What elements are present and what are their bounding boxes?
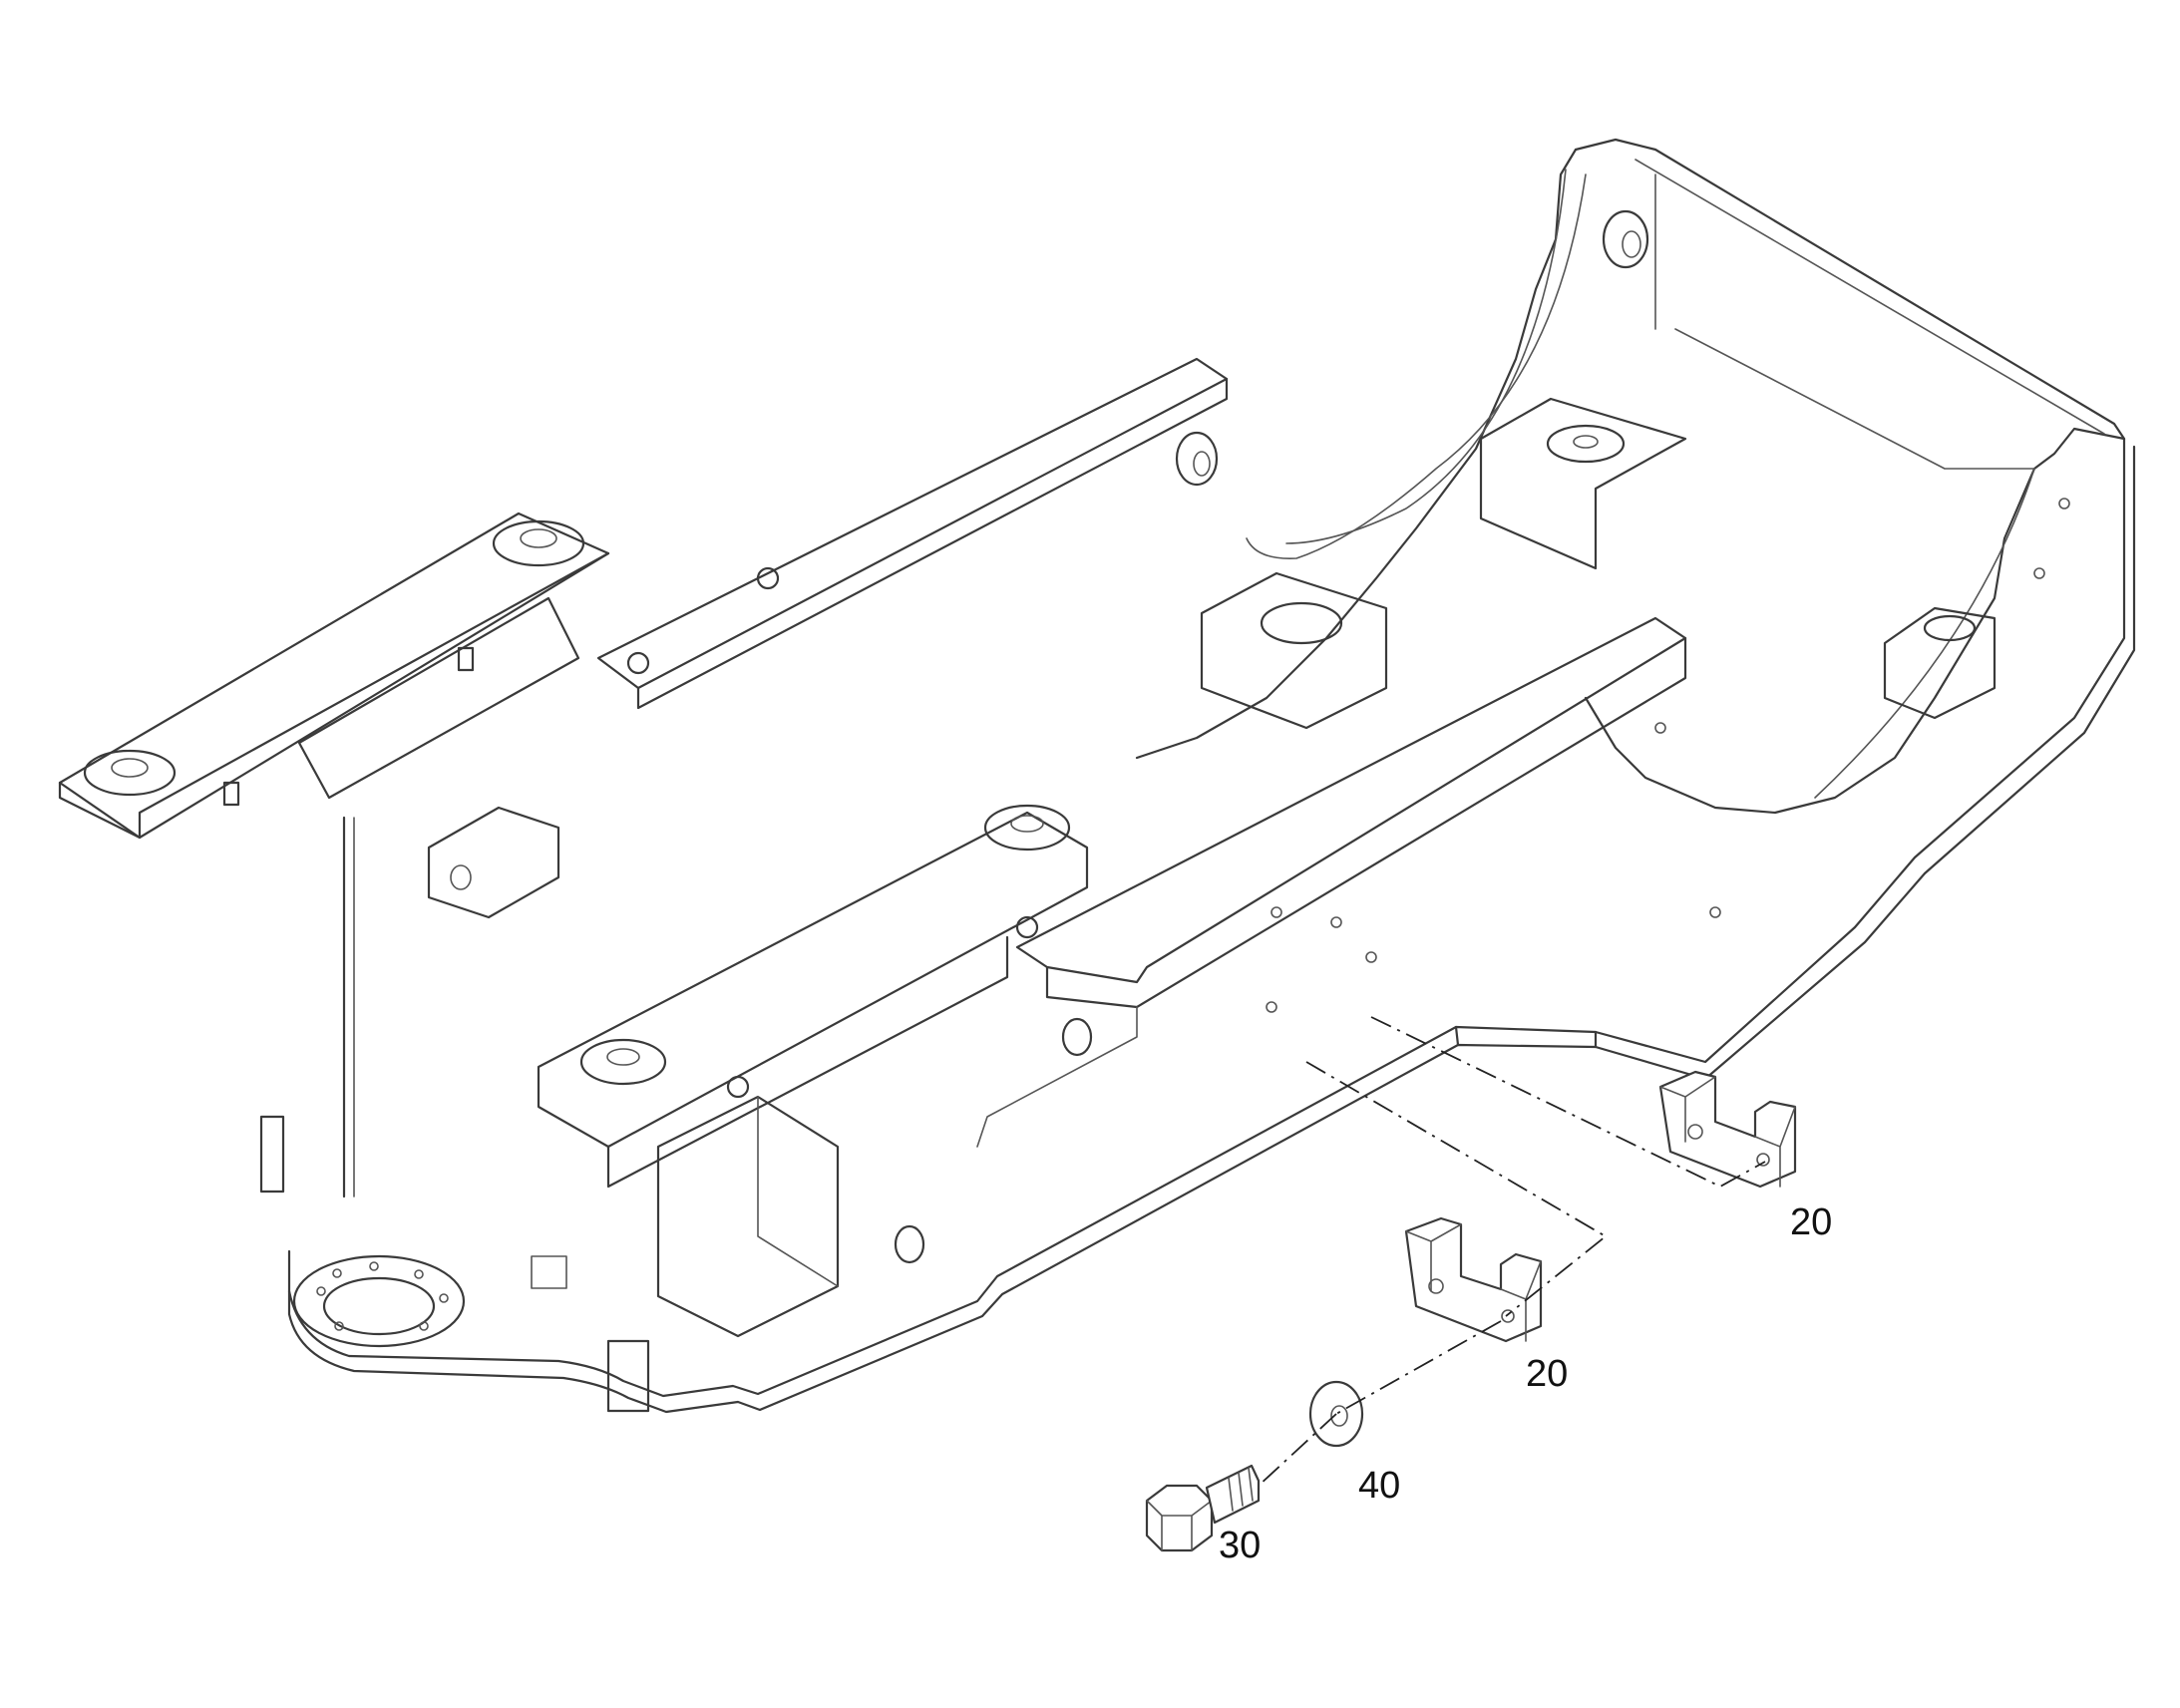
callouts: 20 20 30 40	[1219, 1201, 1832, 1566]
ring-bolt-hole	[334, 1321, 344, 1331]
right-mount-boss	[1923, 614, 1977, 642]
center-box-edge	[757, 1096, 839, 1287]
center-box	[656, 1095, 840, 1338]
rail-hole	[1271, 906, 1282, 918]
ring-bolt-hole	[439, 1293, 449, 1303]
front-boom-beam-face	[606, 935, 1009, 1189]
main-side-rail-face	[1045, 636, 1687, 1009]
front-boom-boss-rear-hole	[1010, 815, 1044, 833]
front-boom-boss-rear	[983, 804, 1071, 852]
front-boom-bolt	[726, 1075, 750, 1099]
ring-bolt-hole	[316, 1286, 326, 1296]
center-upper-beam-top	[596, 357, 1229, 690]
base-lug-front	[606, 1339, 650, 1413]
leader-lower-block	[1305, 1061, 1608, 1317]
main-frame-assembly	[58, 138, 2136, 1414]
rail-hole	[1365, 951, 1377, 963]
frame-base-outline	[287, 427, 2126, 1398]
ring-bolt-hole	[332, 1268, 342, 1278]
rear-tub-inner-floor	[1654, 173, 2035, 470]
rear-mount-block	[1479, 397, 1687, 570]
left-beam-face	[58, 551, 610, 840]
bracket-square-tube	[427, 806, 560, 919]
left-beam-support	[297, 596, 580, 800]
side-boss	[894, 1224, 925, 1264]
left-beam-boss-front-hole	[111, 758, 149, 778]
rear-mount-boss-hole	[1573, 435, 1599, 449]
left-beam-boss-rear-hole	[520, 528, 557, 548]
rear-lug-top-hole	[1622, 230, 1641, 258]
rail-hole	[1266, 1001, 1277, 1013]
frame-base-lower-edge	[287, 445, 2136, 1414]
callout-block-upper: 20	[1790, 1201, 1832, 1243]
hex-bolt-part	[1145, 1464, 1261, 1552]
rear-tub-inner-right	[1635, 159, 2105, 799]
swing-ring-inner	[322, 1276, 436, 1336]
rail-hole	[1654, 722, 1666, 734]
leader-lines	[1258, 1016, 1766, 1487]
left-beam-top	[58, 512, 610, 840]
side-boss	[1061, 1017, 1093, 1057]
ring-bolt-hole	[369, 1261, 379, 1271]
callout-bolt: 30	[1219, 1525, 1261, 1566]
rear-tub-wall	[1574, 138, 2126, 441]
front-boom-beam-top	[537, 811, 1089, 1149]
rear-tub-left-wall	[1135, 148, 1578, 760]
frame-lower-thickness-a	[1454, 1025, 1460, 1047]
rail-hole	[2058, 498, 2070, 510]
deck-boss	[1260, 601, 1343, 645]
ring-bolt-hole	[414, 1269, 424, 1279]
center-upper-beam-face	[636, 377, 1229, 710]
leader-bolt	[1258, 1413, 1337, 1487]
ring-bolt-hole	[419, 1321, 429, 1331]
right-mount-block	[1883, 606, 1997, 720]
left-beam-tab	[457, 646, 475, 672]
base-lug-left	[259, 1115, 285, 1194]
rear-lug-top	[1602, 209, 1649, 269]
rail-hole	[2033, 567, 2045, 579]
bracket-hole	[450, 864, 472, 890]
leader-upper-block	[1370, 1016, 1766, 1189]
left-beam-boss-front	[83, 749, 177, 797]
front-boom-bolt	[1015, 915, 1039, 939]
rail-hole	[1330, 916, 1342, 928]
center-beam-lug-hole	[1193, 451, 1211, 477]
rear-tub-inner-curve	[1246, 173, 1587, 559]
main-side-rail-top	[1015, 616, 1687, 984]
rear-mount-boss	[1546, 424, 1626, 464]
spacer-block-lower	[1404, 1216, 1543, 1343]
center-beam-bolt	[626, 651, 650, 675]
rear-tub-cutout	[1285, 169, 1567, 544]
left-beam-boss-rear	[492, 519, 585, 567]
exploded-parts	[1145, 1070, 1797, 1552]
left-beam-tab	[222, 781, 240, 807]
front-boom-boss-front-hole	[606, 1048, 640, 1066]
callout-washer: 40	[1358, 1465, 1400, 1507]
center-beam-lug	[1175, 431, 1219, 487]
deck-box	[1200, 571, 1388, 730]
callout-block-lower: 20	[1526, 1353, 1568, 1395]
center-beam-bolt	[756, 566, 780, 590]
rail-hole	[1709, 906, 1721, 918]
washer-part	[1308, 1380, 1364, 1448]
leader-washer	[1335, 1320, 1502, 1415]
rail-web	[976, 1006, 1138, 1148]
base-lug-grid	[531, 1255, 567, 1289]
front-boom-boss-front	[579, 1038, 667, 1086]
swing-ring-outer	[292, 1254, 466, 1348]
spacer-block-upper	[1658, 1070, 1797, 1189]
